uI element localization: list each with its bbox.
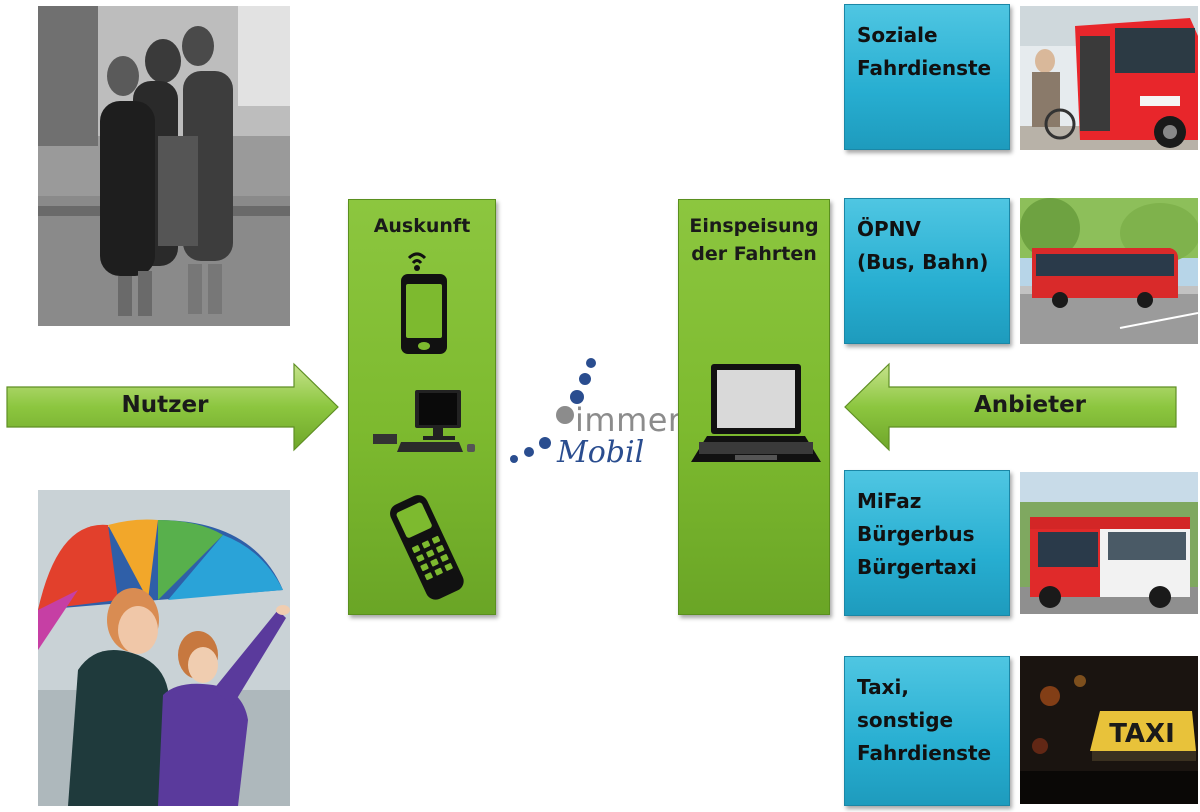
einspeisung-title: Einspeisung der Fahrten [689,215,819,265]
logo-dots-icon [510,358,596,463]
service-label: MiFaz Bürgerbus Bürgertaxi [857,489,977,579]
anbieter-label: Anbieter [973,392,1087,418]
red-minibus-wheelchair-photo [1020,6,1198,150]
service-label: ÖPNV (Bus, Bahn) [857,217,989,274]
einspeisung-box: Einspeisung der Fahrten [678,199,830,615]
logo-word-mobil: Mobil [557,435,645,470]
nutzer-arrow [6,362,339,452]
immer-mobil-logo: immer Mobil [505,355,681,475]
anbieter-arrow [844,362,1177,452]
service-box-taxi: Taxi, sonstige Fahrdienste [844,656,1010,806]
service-box-mifaz: MiFaz Bürgerbus Bürgertaxi [844,470,1010,616]
service-label: Soziale Fahrdienste [857,23,992,80]
taxi-sign-night-photo: TAXI [1020,656,1198,804]
auskunft-title: Auskunft [373,215,471,237]
red-white-minibus-photo [1020,472,1198,614]
nutzer-label: Nutzer [121,392,209,418]
logo-word-immer: immer [575,401,682,439]
service-box-soziale-fahrdienste: Soziale Fahrdienste [844,4,1010,150]
mobile-phone-icon [390,495,464,600]
woman-child-umbrella-photo [38,490,290,806]
smartphone-icon [401,252,447,354]
svg-text:TAXI: TAXI [1109,719,1175,749]
service-label: Taxi, sonstige Fahrdienste [857,675,992,765]
service-box-oepnv: ÖPNV (Bus, Bahn) [844,198,1010,344]
older-women-photo [38,6,290,326]
laptop-icon [691,364,821,462]
red-city-bus-photo [1020,198,1198,344]
auskunft-box: Auskunft [348,199,496,615]
desktop-computer-icon [373,390,475,452]
